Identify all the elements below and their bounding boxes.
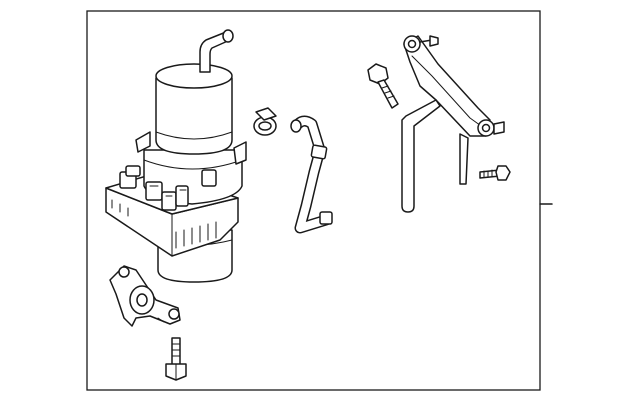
bracket-side-bolt-icon[interactable] <box>479 165 511 181</box>
diagram-frame <box>86 10 541 391</box>
lower-mount-bracket-icon[interactable] <box>109 265 181 327</box>
hose-clamp-icon[interactable] <box>253 107 277 136</box>
electric-power-steering-pump-icon[interactable] <box>105 29 247 283</box>
return-hose-icon[interactable] <box>290 115 333 234</box>
upper-bracket-bolt-icon[interactable] <box>367 63 399 109</box>
mounting-bracket-icon[interactable] <box>401 35 505 213</box>
lower-mount-bolt-icon[interactable] <box>165 337 187 381</box>
